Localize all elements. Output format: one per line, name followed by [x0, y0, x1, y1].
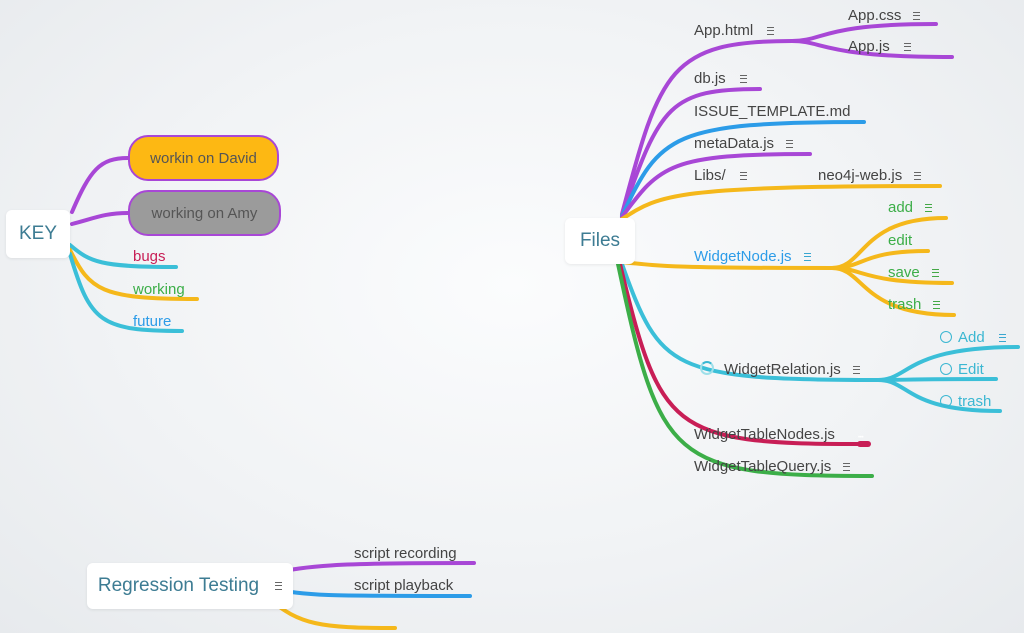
- circle-icon: [940, 363, 952, 375]
- note-icon: [914, 172, 922, 181]
- file-label: App.js: [848, 38, 890, 55]
- link-key-bugs: [68, 243, 178, 269]
- note-icon: [739, 75, 747, 84]
- note-icon: [852, 366, 860, 375]
- link-files-libs: [620, 184, 942, 221]
- file-metadata-js[interactable]: metaData.js: [694, 135, 794, 153]
- note-icon: [275, 582, 283, 590]
- file-label: App.css: [848, 7, 902, 24]
- link-files-widgetnode: [620, 260, 834, 270]
- file-app-html[interactable]: App.html: [694, 22, 775, 40]
- key-item-working[interactable]: working: [133, 281, 185, 298]
- note-icon: [998, 334, 1006, 343]
- file-widget-node[interactable]: WidgetNode.js: [694, 248, 811, 266]
- link-files-db: [620, 87, 762, 217]
- item-label: add: [888, 199, 914, 216]
- file-widget-table-nodes[interactable]: WidgetTableNodes.js: [694, 426, 835, 443]
- reg-script-playback[interactable]: script playback: [354, 577, 454, 594]
- note-icon: [803, 253, 811, 262]
- wr-add[interactable]: Add: [940, 329, 1006, 347]
- link-wr-trash: [876, 378, 1002, 413]
- file-app-js[interactable]: App.js: [848, 38, 911, 56]
- wr-edit[interactable]: Edit: [940, 361, 984, 379]
- file-label: Libs/: [694, 167, 726, 184]
- key-title: KEY: [18, 223, 58, 244]
- note-icon: [931, 269, 939, 278]
- reg-script-recording[interactable]: script recording: [354, 545, 457, 562]
- link-files-widgetrelation: [620, 262, 880, 382]
- circle-icon: [940, 395, 952, 407]
- link-files-issue: [620, 120, 866, 218]
- key-item-bugs[interactable]: bugs: [133, 248, 166, 265]
- file-label: neo4j-web.js: [818, 167, 903, 184]
- key-item-label: workin on David: [150, 149, 257, 167]
- item-label: Add: [958, 329, 985, 346]
- note-icon: [925, 204, 933, 213]
- link-files-tablenodes: [618, 262, 860, 446]
- file-app-css[interactable]: App.css: [848, 7, 921, 25]
- key-item-amy[interactable]: working on Amy: [128, 190, 281, 236]
- progress-spinner-icon: [700, 361, 714, 375]
- files-title: Files: [579, 230, 621, 251]
- link-key-david: [70, 156, 130, 214]
- key-item-label: working on Amy: [151, 204, 258, 222]
- wn-add[interactable]: add: [888, 199, 933, 217]
- link-files-tablequery: [616, 262, 874, 478]
- wn-edit[interactable]: edit: [888, 232, 913, 249]
- item-label: trash: [888, 296, 922, 313]
- file-label: WidgetRelation.js: [724, 361, 841, 378]
- item-label: Edit: [958, 361, 984, 378]
- file-label: metaData.js: [694, 135, 775, 152]
- wn-trash[interactable]: trash: [888, 296, 941, 314]
- file-label: WidgetNode.js: [694, 248, 792, 265]
- item-label: save: [888, 264, 920, 281]
- note-icon: [843, 463, 851, 472]
- wn-save[interactable]: save: [888, 264, 939, 282]
- item-label: trash: [958, 393, 992, 410]
- file-widget-table-query[interactable]: WidgetTableQuery.js: [694, 458, 851, 476]
- file-label: App.html: [694, 22, 754, 39]
- link-key-future: [68, 252, 184, 333]
- regression-root[interactable]: Regression Testing: [87, 563, 293, 609]
- note-icon: [903, 43, 911, 52]
- wr-trash[interactable]: trash: [940, 393, 991, 411]
- key-root[interactable]: KEY: [6, 210, 70, 258]
- note-icon: [786, 140, 794, 149]
- file-libs[interactable]: Libs/: [694, 167, 747, 185]
- link-files-apphtml: [620, 39, 794, 216]
- circle-icon: [940, 331, 952, 343]
- link-files-metadata: [620, 152, 812, 219]
- link-apphtml-js: [790, 39, 954, 59]
- link-wn-trash: [830, 266, 956, 317]
- link-reg-recording: [266, 561, 476, 576]
- note-icon: [913, 12, 921, 21]
- link-wr-edit: [876, 377, 998, 382]
- files-root[interactable]: Files: [565, 218, 635, 264]
- note-icon: [767, 27, 775, 36]
- file-neo4j-web[interactable]: neo4j-web.js: [818, 167, 922, 185]
- key-item-future[interactable]: future: [133, 313, 172, 330]
- link-key-amy: [70, 211, 130, 226]
- file-label: WidgetTableQuery.js: [694, 458, 832, 475]
- note-icon: [933, 301, 941, 310]
- file-widget-relation[interactable]: WidgetRelation.js: [700, 361, 860, 379]
- link-key-working: [68, 248, 199, 301]
- file-db-js[interactable]: db.js: [694, 70, 747, 88]
- collapsed-more-icon[interactable]: [857, 435, 871, 447]
- file-label: db.js: [694, 70, 726, 87]
- note-icon: [739, 172, 747, 181]
- file-issue-template[interactable]: ISSUE_TEMPLATE.md: [694, 103, 851, 120]
- key-item-david[interactable]: workin on David: [128, 135, 279, 181]
- regression-title: Regression Testing: [97, 575, 260, 596]
